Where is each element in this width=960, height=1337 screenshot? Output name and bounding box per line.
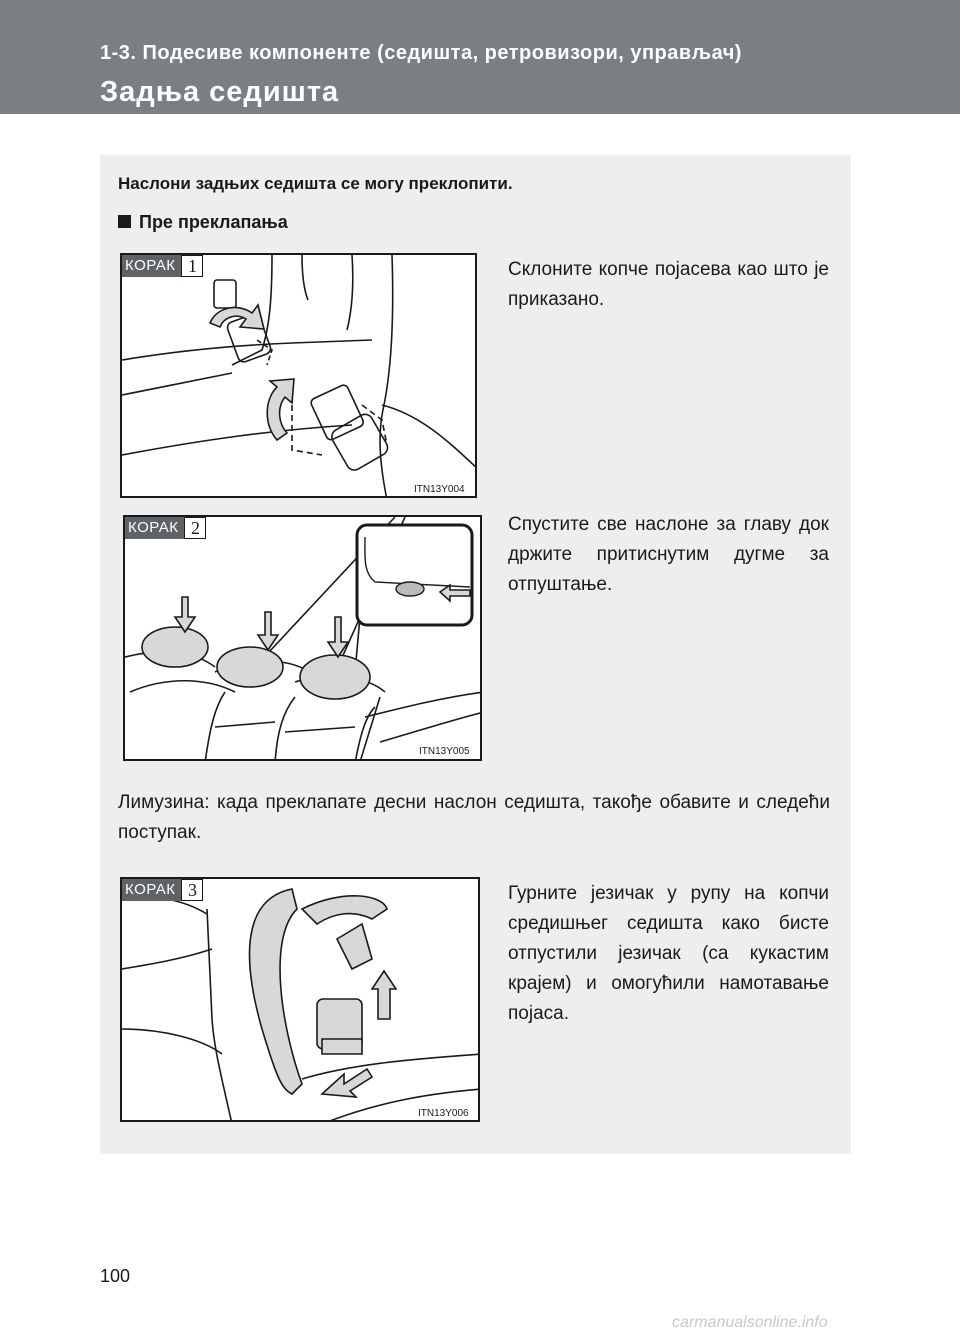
step-number: 2 — [184, 517, 207, 539]
detail-inset — [355, 523, 474, 627]
page-number: 100 — [100, 1266, 131, 1286]
step-word: КОРАК — [122, 879, 182, 901]
figure-code: ITN13Y005 — [419, 746, 470, 757]
step-word: КОРАК — [125, 517, 185, 539]
seatbelt-buckle-illustration — [122, 255, 475, 496]
arrow-up-icon — [370, 969, 398, 1020]
belt-tongue-illustration — [122, 888, 478, 1120]
step-badge: КОРАК 3 — [122, 879, 204, 901]
figure-step-2: КОРАК 2 ITN13Y005 — [123, 515, 482, 761]
step-badge: КОРАК 2 — [125, 517, 207, 539]
intro-text: Наслони задњих седишта се могу преклопит… — [118, 174, 513, 193]
step-3-text: Гурните језичак у рупу на копчи средишње… — [508, 883, 829, 1024]
section-title: 1-3. Подесиве компоненте (седишта, ретро… — [100, 42, 742, 64]
step-2-text: Спустите све наслоне за главу док држите… — [508, 514, 829, 595]
arrow-down-icon — [173, 596, 197, 634]
arrow-down-icon — [326, 616, 350, 659]
subheading: Пре преклапања — [118, 212, 288, 233]
figure-step-3: КОРАК 3 ITN13Y006 — [120, 877, 480, 1122]
arrow-down-icon — [256, 611, 280, 652]
headrest-illustration — [125, 517, 480, 759]
arrow-left-icon — [438, 583, 471, 603]
step-number: 3 — [181, 879, 204, 901]
watermark: carmanualsonline.info — [672, 1314, 828, 1331]
arrow-up-right-icon — [320, 1067, 374, 1098]
subheading-label: Пре преклапања — [139, 212, 288, 232]
square-bullet-icon — [118, 215, 131, 228]
page-header: 1-3. Подесиве компоненте (седишта, ретро… — [0, 0, 960, 114]
sedan-note: Лимузина: када преклапате десни наслон с… — [118, 792, 830, 843]
step-badge: КОРАК 1 — [122, 255, 204, 277]
step-1-text: Склоните копче појасева као што је прика… — [508, 259, 829, 310]
figure-code: ITN13Y006 — [418, 1108, 469, 1119]
step-word: КОРАК — [122, 255, 182, 277]
step-number: 1 — [181, 255, 204, 277]
figure-step-1: КОРАК 1 ITN13Y004 — [120, 253, 477, 498]
figure-code: ITN13Y004 — [414, 484, 465, 495]
page-title: Задња седишта — [100, 76, 340, 108]
arrow-curved-icon — [208, 303, 295, 442]
